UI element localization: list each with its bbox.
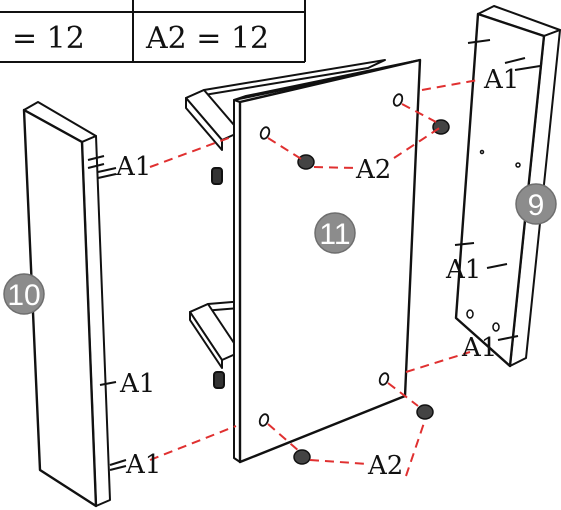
panel-number-10: 10 (7, 279, 40, 312)
table-cell-left: = 12 (12, 21, 85, 56)
part-badge-11 (314, 212, 356, 254)
label-a1-right-top: A1 (483, 65, 519, 95)
center-panel: 11 (233, 58, 422, 464)
hardware-labels: A1 A1 A1 A2 A2 A1 A1 A1 (115, 65, 519, 481)
parts-table: = 12 A2 = 12 (0, 0, 306, 63)
part-badge-10 (3, 273, 45, 315)
right-side-panel: 9 (454, 5, 561, 368)
label-a1-left-top: A1 (115, 152, 151, 182)
label-a1-left-bottom: A1 (125, 450, 161, 480)
assembly-guide-lines (149, 79, 479, 477)
label-a1-right-bottom: A1 (461, 333, 497, 363)
label-a1-left-middle: A1 (119, 369, 155, 399)
panel-number-11: 11 (319, 218, 350, 251)
left-side-panel: 10 (3, 101, 127, 508)
label-a2-upper: A2 (355, 155, 391, 185)
label-a1-right-middle: A1 (445, 255, 481, 285)
part-badge-9 (515, 183, 557, 225)
table-cell-right: A2 = 12 (145, 21, 269, 56)
label-a2-lower: A2 (367, 451, 403, 481)
panel-number-9: 9 (528, 189, 545, 222)
